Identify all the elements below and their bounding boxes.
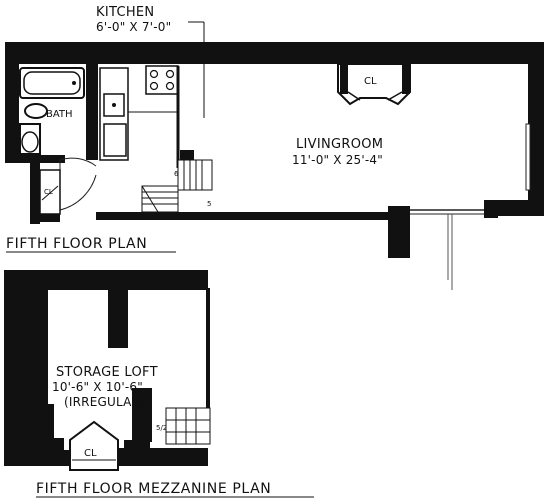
- refrigerator-icon: [103, 123, 127, 157]
- mezzanine-pillar: [108, 288, 128, 348]
- mezzanine-plan-title: FIFTH FLOOR MEZZANINE PLAN: [36, 481, 271, 497]
- closet-small-label: CL: [44, 188, 53, 196]
- kitchen-label: KITCHEN: [96, 5, 154, 20]
- storage-loft-label: STORAGE LOFT: [56, 365, 158, 380]
- bath-label: BATH: [46, 109, 73, 120]
- mezzanine-closet-label: CL: [84, 448, 97, 459]
- sink-icon: [24, 103, 48, 119]
- mezzanine-closet: CL: [69, 420, 119, 471]
- south-wall-kitchen: [96, 212, 180, 220]
- stair-icon: [141, 159, 213, 213]
- living-room-label: LIVINGROOM: [296, 137, 383, 152]
- north-east-corner: [520, 42, 544, 64]
- fifth-floor-plan: BATH CL: [5, 5, 544, 290]
- stove-icon: [145, 65, 179, 95]
- storage-loft-dimensions: 10'-6" X 10'-6": [52, 380, 143, 394]
- kitchen-drain: [112, 103, 116, 107]
- closet-living-label: CL: [364, 76, 377, 87]
- storage-loft-note: (IRREGULAR): [64, 395, 145, 409]
- east-window: [525, 123, 531, 191]
- stair-up-mark: 6: [174, 170, 179, 178]
- closet-bottom: [30, 214, 60, 222]
- south-east-wall: [484, 200, 544, 216]
- mezzanine-plan: CL 5/2 STORAGE LOFT 10'-6" X 10'-6" (IRR…: [4, 270, 314, 498]
- living-room-dimensions: 11'-0" X 25'-4": [292, 153, 383, 167]
- north-wall: [5, 42, 520, 64]
- bath-east-wall: [86, 64, 98, 160]
- east-wall: [528, 42, 544, 208]
- stair-down-mark: 5: [207, 200, 211, 208]
- mezzanine-stair-mark: 5/2: [156, 424, 167, 432]
- fifth-floor-plan-title: FIFTH FLOOR PLAN: [6, 236, 147, 252]
- closet-wall: [30, 160, 40, 224]
- window-ledge: [484, 204, 498, 218]
- south-wall-living: [178, 212, 396, 220]
- closet-small: CL: [39, 169, 61, 215]
- mezzanine-walls: [4, 270, 208, 466]
- west-wall: [5, 42, 19, 160]
- closet-living: CL: [337, 63, 411, 106]
- mezzanine-wall-right: [132, 388, 152, 442]
- bath-south-wall: [5, 155, 65, 163]
- mezzanine-east-edge: [206, 288, 210, 412]
- door-swing-kitchen: [59, 157, 97, 167]
- mezzanine-stair-icon: [165, 407, 211, 445]
- kitchen-area: [99, 65, 194, 168]
- bathtub-icon: [19, 67, 85, 99]
- wall-pillar: [388, 206, 410, 258]
- toilet-icon: [19, 123, 41, 155]
- mezzanine-interior-2: [48, 404, 150, 440]
- kitchen-dimensions: 6'-0" X 7'-0": [96, 20, 171, 34]
- door-swing-icon: [59, 160, 97, 211]
